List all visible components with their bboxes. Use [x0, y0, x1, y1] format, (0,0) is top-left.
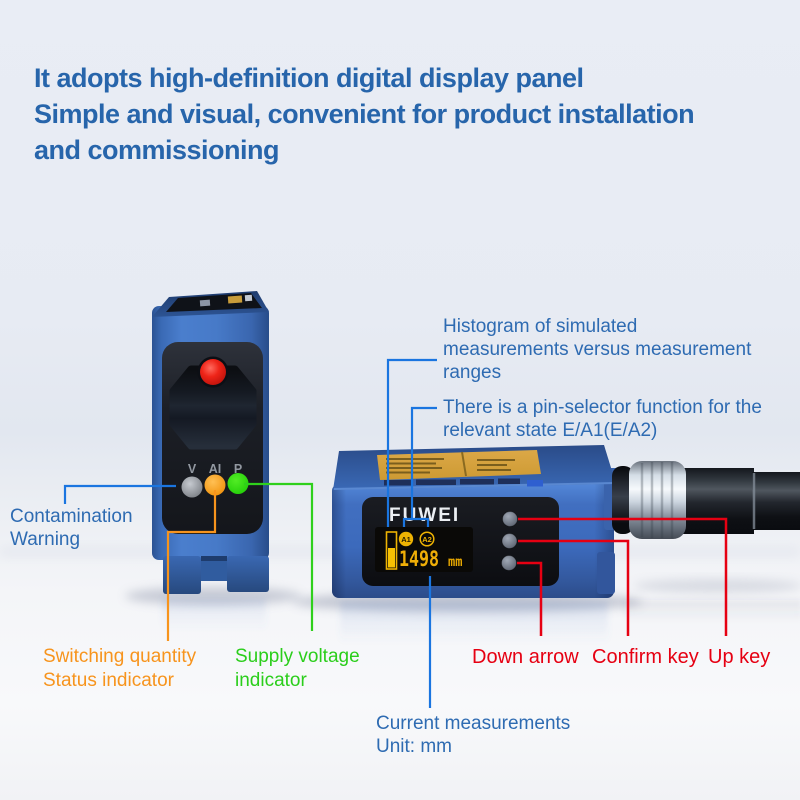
floor-reflections — [162, 598, 800, 643]
up-key-line — [518, 517, 728, 636]
down-key-button — [501, 555, 517, 571]
connector-silver — [629, 461, 686, 539]
left-device-foot-left — [163, 556, 201, 594]
indicator-letter-ai: AI — [209, 462, 222, 476]
callout-confirm-key: Confirm key — [592, 646, 699, 668]
measurement-value: 1498 — [399, 546, 439, 572]
indicator-letter-p: P — [234, 462, 242, 476]
histogram-bar-outline — [385, 531, 398, 570]
state-a2-icon — [419, 531, 435, 547]
state-a2-text: A2 — [422, 535, 432, 544]
callout-contamination: Contamination Warning — [10, 506, 133, 550]
left-device-foot-right — [227, 556, 269, 592]
down-arrow-line — [517, 561, 543, 636]
histogram-bar-fill — [388, 548, 395, 568]
model-text-band — [384, 478, 543, 487]
callout-lines — [63, 358, 728, 708]
supply-line — [244, 482, 314, 631]
red-button — [200, 359, 226, 385]
model-blue-chip — [527, 480, 543, 487]
label-divider — [461, 451, 467, 477]
device-buttons — [501, 511, 518, 571]
up-key-button — [502, 511, 518, 527]
confirm-key-line — [518, 539, 630, 636]
switching-line — [166, 490, 217, 641]
callout-supply: Supply voltage indicator — [235, 646, 360, 691]
left-device-top-chips — [199, 294, 253, 307]
cable-thin — [752, 472, 800, 530]
connector-black-ring — [612, 466, 634, 534]
callout-current-measurements: Current measurements Unit: mm — [376, 713, 571, 757]
title-line-1: It adopts high-definition digital displa… — [34, 63, 584, 93]
title-line-3: and commissioning — [34, 135, 280, 165]
contamination-line — [63, 484, 176, 504]
pin-selector-line — [410, 406, 437, 519]
right-sensor-device: FUWEI A1 A2 1498 mm — [332, 445, 800, 598]
callout-histogram: Histogram of simulated measurements vers… — [443, 316, 752, 383]
left-sensor-device: V AI P — [152, 291, 269, 594]
callout-pin-selector: There is a pin-selector function for the… — [443, 397, 762, 441]
title-line-2: Simple and visual, convenient for produc… — [34, 99, 695, 129]
cable-connector — [612, 461, 800, 539]
state-a1-icon — [398, 531, 414, 547]
callout-up-key: Up key — [708, 646, 771, 668]
supply-indicator-dot — [227, 473, 249, 494]
indicator-letters: V AI P — [188, 462, 242, 476]
switching-indicator-dot — [204, 474, 226, 496]
contamination-indicator-dot — [181, 476, 203, 498]
histogram-line — [386, 358, 437, 527]
top-front-edge-highlight — [333, 482, 616, 490]
indicator-letter-v: V — [188, 462, 197, 476]
right-device-lug-bottom — [597, 552, 615, 594]
callout-down-arrow: Down arrow — [472, 646, 579, 668]
cable-thick — [680, 468, 754, 534]
state-a1-text: A1 — [401, 535, 411, 544]
measurement-unit: mm — [448, 553, 463, 569]
callout-switching: Switching quantity Status indicator — [43, 646, 197, 691]
page-title: It adopts high-definition digital displa… — [34, 60, 695, 168]
pin-selector-fork — [402, 517, 430, 527]
confirm-key-button — [501, 533, 518, 549]
connector-ribs — [640, 462, 674, 538]
left-device-notch-shadow — [201, 556, 227, 561]
brand-logo: FUWEI — [389, 505, 460, 526]
